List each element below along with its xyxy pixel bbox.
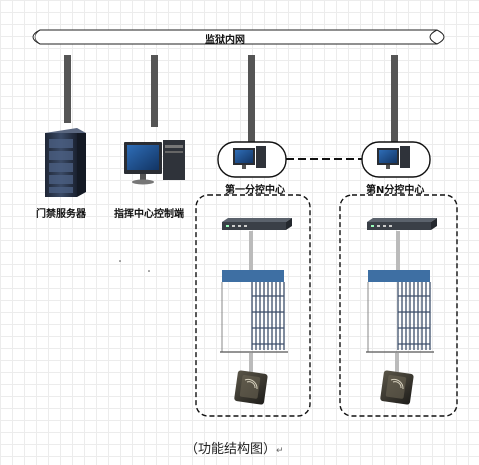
network-switch-icon bbox=[367, 218, 437, 230]
group-1-devices bbox=[220, 218, 292, 405]
caption-text: （功能结构图） bbox=[185, 442, 277, 457]
network-switch-icon bbox=[222, 218, 292, 230]
network-bus-label: 监狱内网 bbox=[205, 35, 245, 46]
turnstile-gate-icon bbox=[366, 270, 434, 353]
access-server-label: 门禁服务器 bbox=[36, 209, 86, 220]
pole-sub-1 bbox=[248, 55, 255, 142]
sub-center-n-label: 第N分控中心 bbox=[366, 185, 425, 196]
pole-command bbox=[151, 55, 158, 127]
connection-poles bbox=[64, 55, 398, 142]
turnstile-gate-icon bbox=[220, 270, 288, 353]
sub-center-n-group bbox=[339, 194, 458, 417]
command-client-label: 指挥中心控制端 bbox=[114, 209, 184, 220]
pole-server bbox=[64, 55, 71, 123]
pole-sub-n bbox=[391, 55, 398, 142]
sub-center-1-label: 第一分控中心 bbox=[225, 185, 285, 196]
sub-center-1-group bbox=[195, 194, 311, 417]
card-reader-icon bbox=[380, 370, 414, 405]
figure-caption: （功能结构图）↵ bbox=[185, 438, 284, 457]
sub-center-n-node bbox=[361, 141, 431, 178]
card-reader-icon bbox=[234, 370, 268, 405]
group-n-devices bbox=[366, 218, 437, 405]
desktop-pc-icon bbox=[124, 140, 185, 185]
network-bus bbox=[32, 29, 445, 45]
return-mark: ↵ bbox=[276, 446, 284, 456]
sub-center-1-node bbox=[217, 141, 287, 178]
server-rack-icon bbox=[45, 128, 86, 197]
